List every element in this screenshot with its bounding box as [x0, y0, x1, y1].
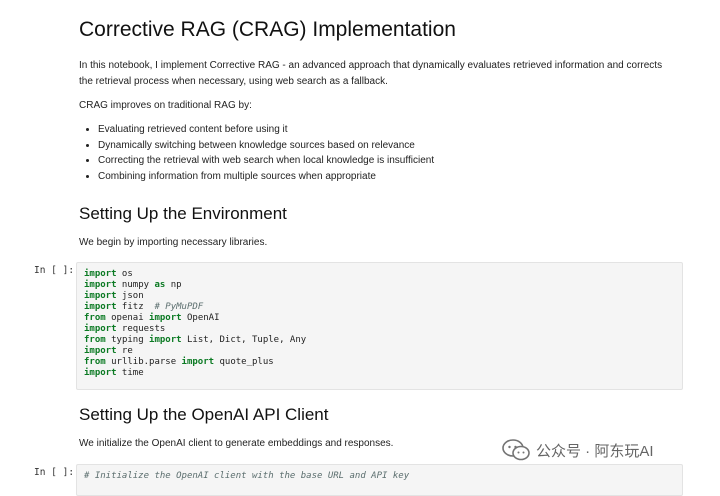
wechat-icon: [502, 439, 530, 461]
code-keyword: import: [84, 269, 117, 279]
code-text: np: [165, 280, 182, 290]
code-cell-imports[interactable]: import os import numpy as np import json…: [76, 262, 683, 390]
code-keyword: as: [154, 280, 166, 290]
cell-prompt: In [ ]:: [34, 265, 75, 276]
code-text: requests: [116, 324, 166, 334]
list-item: Combining information from multiple sour…: [98, 169, 434, 185]
section-text-openai: We initialize the OpenAI client to gener…: [79, 438, 394, 449]
code-keyword: import: [84, 291, 117, 301]
section-heading-openai: Setting Up the OpenAI API Client: [79, 405, 329, 424]
code-text: re: [116, 346, 133, 356]
section-text-environment: We begin by importing necessary librarie…: [79, 237, 268, 248]
code-keyword: import: [84, 302, 117, 312]
code-text: numpy: [116, 280, 155, 290]
code-text: quote_plus: [214, 357, 274, 367]
code-comment: # PyMuPDF: [154, 302, 204, 312]
watermark-text: 公众号 · 阿东玩AI: [536, 442, 654, 460]
code-text: typing: [105, 335, 150, 345]
code-comment: # Initialize the OpenAI client with the …: [84, 471, 410, 481]
code-text: time: [116, 368, 144, 378]
bullet-list: Evaluating retrieved content before usin…: [79, 122, 434, 184]
section-heading-environment: Setting Up the Environment: [79, 204, 287, 223]
code-keyword: import: [181, 357, 215, 367]
code-editor[interactable]: # Initialize the OpenAI client with the …: [77, 465, 682, 488]
code-text: urllib.parse: [105, 357, 182, 367]
watermark: 公众号 · 阿东玩AI: [502, 439, 654, 461]
page-title: Corrective RAG (CRAG) Implementation: [79, 18, 456, 41]
code-keyword: import: [84, 324, 117, 334]
code-keyword: import: [149, 313, 182, 323]
list-item: Correcting the retrieval with web search…: [98, 153, 434, 169]
improves-label: CRAG improves on traditional RAG by:: [79, 100, 252, 111]
code-text: OpenAI: [181, 313, 220, 323]
code-keyword: from: [84, 335, 106, 345]
code-text: openai: [105, 313, 150, 323]
code-keyword: import: [84, 280, 117, 290]
code-keyword: import: [84, 346, 117, 356]
intro-paragraph: In this notebook, I implement Corrective…: [79, 60, 663, 87]
cell-prompt: In [ ]:: [34, 467, 75, 478]
code-keyword: from: [84, 313, 106, 323]
code-keyword: import: [84, 368, 117, 378]
notebook-page: Corrective RAG (CRAG) Implementation In …: [0, 0, 720, 480]
code-keyword: import: [149, 335, 182, 345]
code-cell-client[interactable]: # Initialize the OpenAI client with the …: [76, 464, 683, 496]
code-text: os: [116, 269, 133, 279]
code-text: json: [116, 291, 144, 301]
code-text: List, Dict, Tuple, Any: [181, 335, 307, 345]
code-text: fitz: [116, 302, 155, 312]
code-keyword: from: [84, 357, 106, 367]
list-item: Dynamically switching between knowledge …: [98, 138, 434, 154]
list-item: Evaluating retrieved content before usin…: [98, 122, 434, 138]
code-editor[interactable]: import os import numpy as np import json…: [77, 263, 682, 385]
